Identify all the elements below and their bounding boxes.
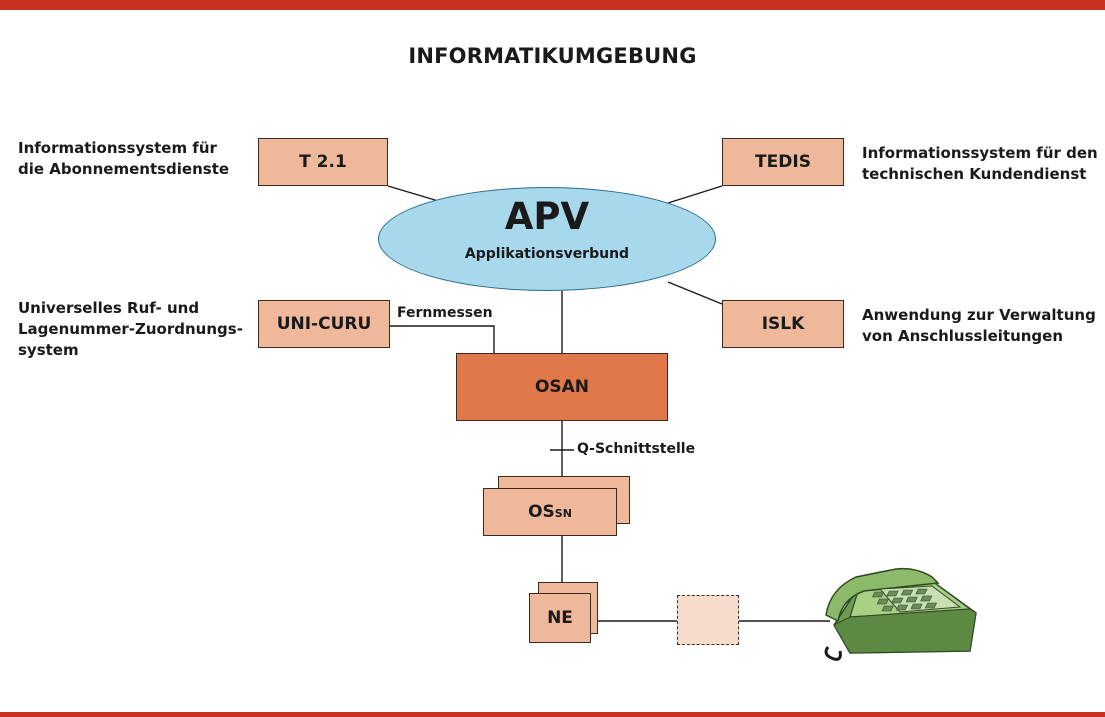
islk-label: ISLK <box>761 314 805 334</box>
apv-subtitle: Applikationsverbund <box>464 246 630 262</box>
telephone-icon <box>824 567 977 661</box>
unicuru-description-line2: Lagenummer-Zuordnungs- <box>18 320 243 338</box>
islk-description: Anwendung zur Verwaltung von Anschlussle… <box>862 305 1096 347</box>
ne-box: NE <box>529 593 591 643</box>
q-interface-label: Q-Schnittstelle <box>577 441 696 457</box>
ossn-box: OSSN <box>483 488 617 536</box>
t21-description: Informationssystem für die Abonnementsdi… <box>18 138 229 180</box>
unicuru-description: Universelles Ruf- und Lagenummer-Zuordnu… <box>18 298 243 361</box>
tedis-label: TEDIS <box>755 152 811 172</box>
t21-description-line1: Informationssystem für <box>18 139 217 157</box>
unicuru-description-line3: system <box>18 341 79 359</box>
unicuru-label: UNI-CURU <box>276 314 372 334</box>
ossn-label-main: OS <box>528 502 555 522</box>
apv-title: APV <box>504 195 590 238</box>
ossn-label-sub: SN <box>554 507 572 520</box>
line-islk-apv <box>667 281 723 305</box>
islk-description-line2: von Anschlussleitungen <box>862 327 1064 345</box>
top-border <box>0 0 1105 10</box>
osan-box: OSAN <box>456 353 668 421</box>
islk-description-line1: Anwendung zur Verwaltung <box>862 306 1096 324</box>
line-unicuru-osan <box>390 325 495 353</box>
tedis-description-line1: Informationssystem für den <box>862 144 1098 162</box>
t21-label: T 2.1 <box>299 152 347 172</box>
t21-box: T 2.1 <box>258 138 388 186</box>
line-tedis-apv <box>667 185 723 204</box>
unicuru-box: UNI-CURU <box>258 300 390 348</box>
unicuru-description-line1: Universelles Ruf- und <box>18 299 200 317</box>
dashed-placeholder-box <box>677 595 739 645</box>
fernmessen-label: Fernmessen <box>397 305 493 321</box>
tedis-description-line2: technischen Kundendienst <box>862 165 1087 183</box>
tedis-description: Informationssystem für den technischen K… <box>862 143 1098 185</box>
apv-ellipse <box>378 187 716 291</box>
osan-label: OSAN <box>534 377 590 397</box>
t21-description-line2: die Abonnementsdienste <box>18 160 230 178</box>
bottom-border <box>0 712 1105 717</box>
ossn-label: OSSN <box>528 502 572 522</box>
tedis-box: TEDIS <box>722 138 844 186</box>
islk-box: ISLK <box>722 300 844 348</box>
ne-label: NE <box>547 608 573 628</box>
diagram-title: INFORMATIKUMGEBUNG <box>408 44 697 68</box>
